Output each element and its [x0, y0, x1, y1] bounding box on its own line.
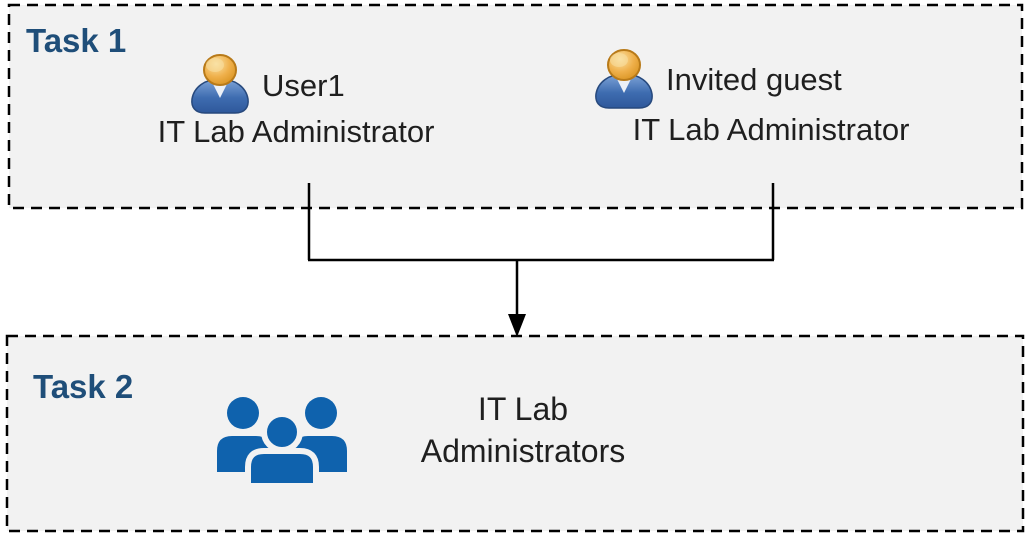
task2-box — [5, 334, 1025, 533]
task2-label: Task 2 — [33, 368, 134, 405]
task1-box — [7, 3, 1024, 210]
guest-role: IT Lab Administrator — [632, 112, 910, 147]
task1-label: Task 1 — [26, 22, 127, 59]
connector-merge-lines — [307, 183, 775, 322]
person-icon — [188, 54, 252, 116]
guest-name: Invited guest — [666, 62, 842, 97]
user1-name: User1 — [262, 68, 345, 103]
user1-role: IT Lab Administrator — [157, 114, 435, 149]
person-icon — [592, 49, 656, 111]
connector-arrowhead — [508, 314, 526, 337]
people-group-icon — [213, 392, 351, 486]
group-name: IT Lab Administrators — [420, 391, 626, 469]
